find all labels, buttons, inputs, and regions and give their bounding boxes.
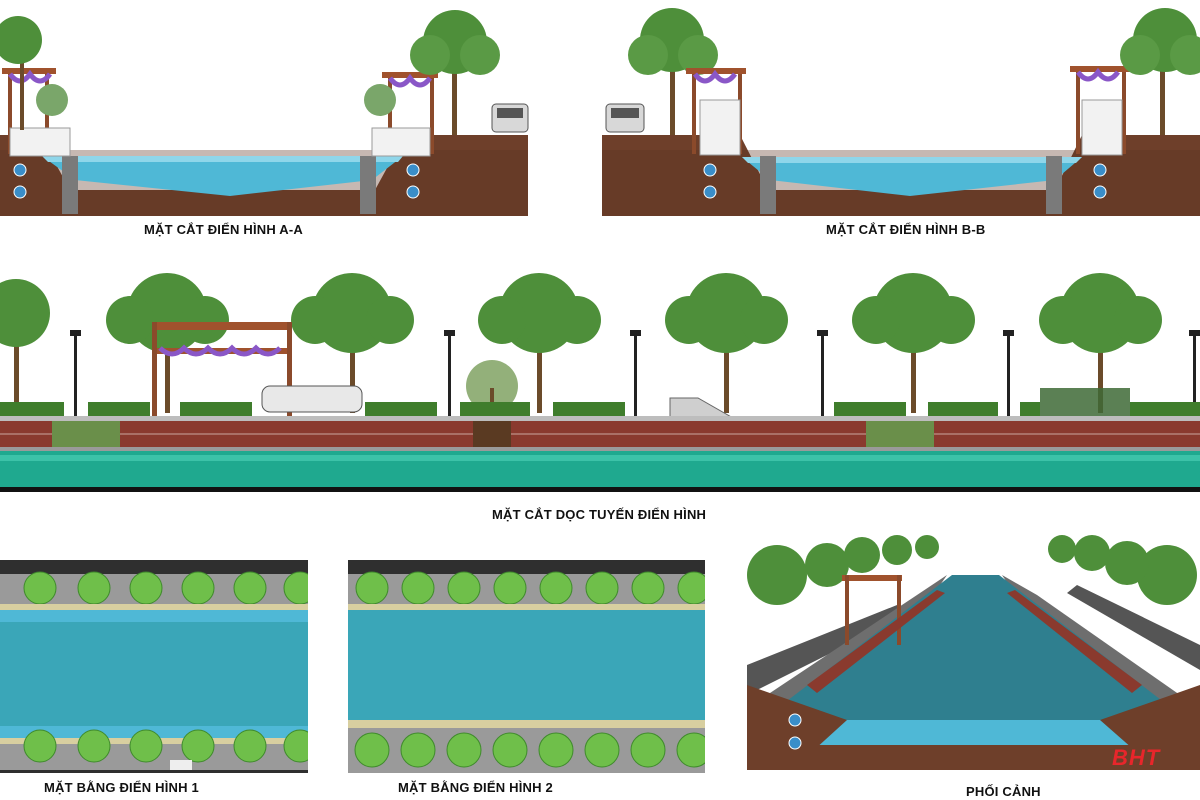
caption-perspective: PHỐI CẢNH bbox=[966, 784, 1041, 799]
section-aa-drawing bbox=[0, 0, 530, 216]
caption-plan-1: MẶT BẰNG ĐIỂN HÌNH 1 bbox=[44, 780, 199, 795]
longitudinal-section-drawing bbox=[0, 258, 1200, 492]
section-bb-drawing bbox=[600, 0, 1200, 216]
plan-1-drawing bbox=[0, 560, 308, 773]
caption-section-bb: MẶT CẮT ĐIỂN HÌNH B-B bbox=[826, 222, 986, 237]
caption-section-aa: MẶT CẮT ĐIỂN HÌNH A-A bbox=[144, 222, 303, 237]
plan-2-drawing bbox=[348, 560, 705, 773]
bht-logo: BHT bbox=[1112, 745, 1161, 770]
perspective-drawing bbox=[747, 535, 1200, 770]
caption-plan-2: MẶT BẰNG ĐIỂN HÌNH 2 bbox=[398, 780, 553, 795]
caption-longitudinal: MẶT CẮT DỌC TUYẾN ĐIỂN HÌNH bbox=[492, 507, 707, 522]
